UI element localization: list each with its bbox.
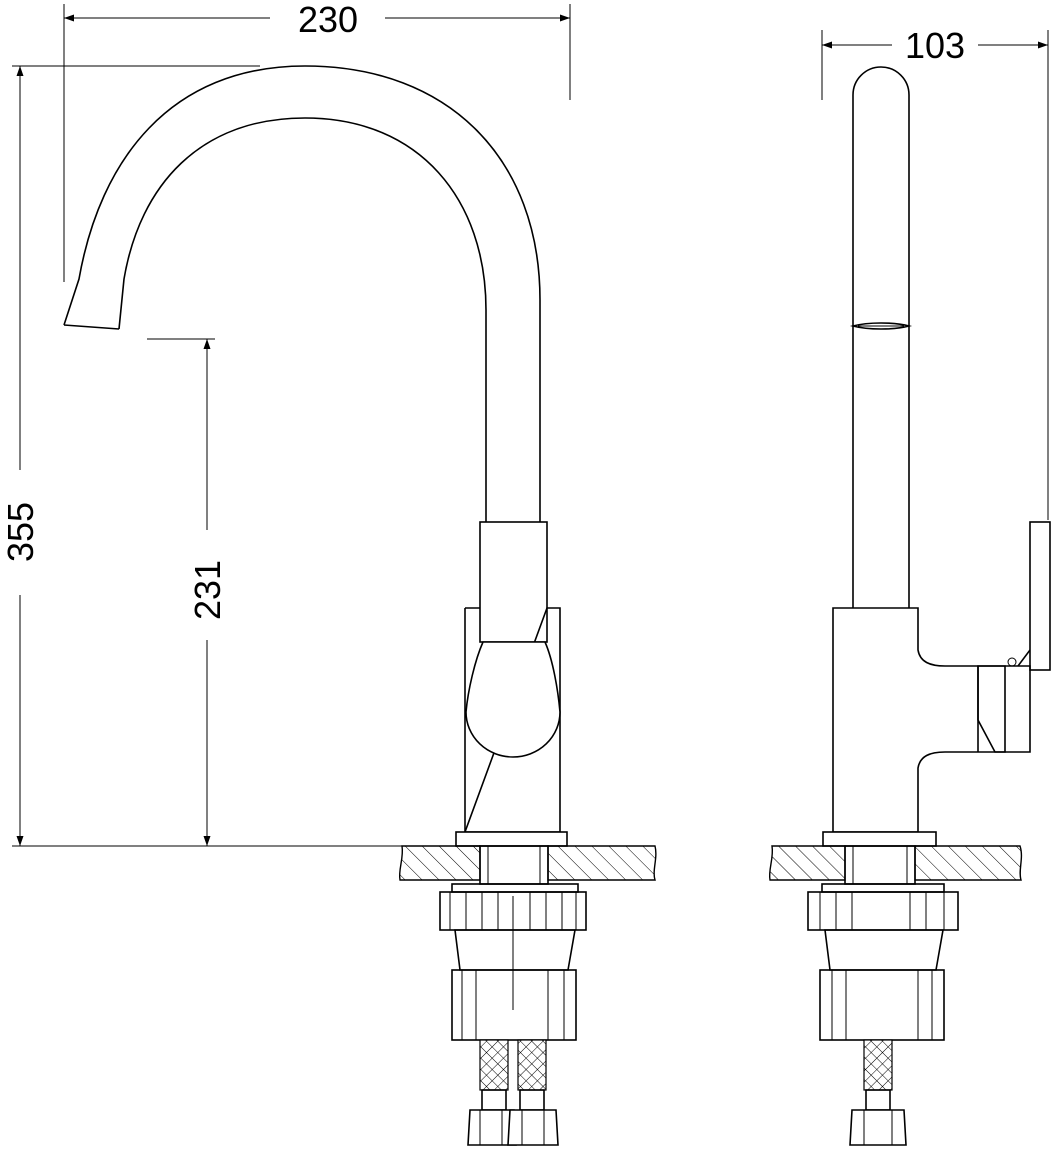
dimension-label-355: 355 bbox=[0, 502, 41, 562]
countertop-section-front bbox=[398, 845, 657, 881]
lever-handle bbox=[465, 641, 561, 758]
mounting-nut-front bbox=[439, 883, 587, 1041]
dimension-label-103: 103 bbox=[905, 25, 965, 66]
mounting-nut-side bbox=[807, 883, 959, 1041]
valve-body bbox=[463, 607, 561, 833]
spout bbox=[63, 65, 541, 522]
dimension-overall-height: 355 bbox=[0, 65, 402, 847]
base-flange bbox=[455, 831, 568, 847]
mounting-stud-side bbox=[844, 845, 916, 885]
countertop-section-side bbox=[768, 845, 1023, 881]
dimension-spout-height: 231 bbox=[147, 338, 228, 846]
dimension-reach: 230 bbox=[63, 0, 571, 282]
dimension-label-230: 230 bbox=[298, 0, 358, 40]
valve-body-side bbox=[832, 607, 1031, 833]
side-view bbox=[768, 66, 1051, 1146]
supply-hoses-front bbox=[467, 1039, 559, 1146]
supply-hose-side bbox=[849, 1039, 907, 1146]
mounting-stud-front bbox=[479, 845, 549, 885]
dimension-label-231: 231 bbox=[187, 560, 228, 620]
front-view bbox=[63, 65, 657, 1146]
spout-joint-side bbox=[849, 322, 913, 330]
lever-side bbox=[977, 521, 1051, 753]
spout-tube-side bbox=[852, 66, 910, 608]
spout-collar bbox=[479, 521, 548, 643]
dimension-depth: 103 bbox=[821, 25, 1049, 520]
base-flange-side bbox=[822, 831, 937, 847]
